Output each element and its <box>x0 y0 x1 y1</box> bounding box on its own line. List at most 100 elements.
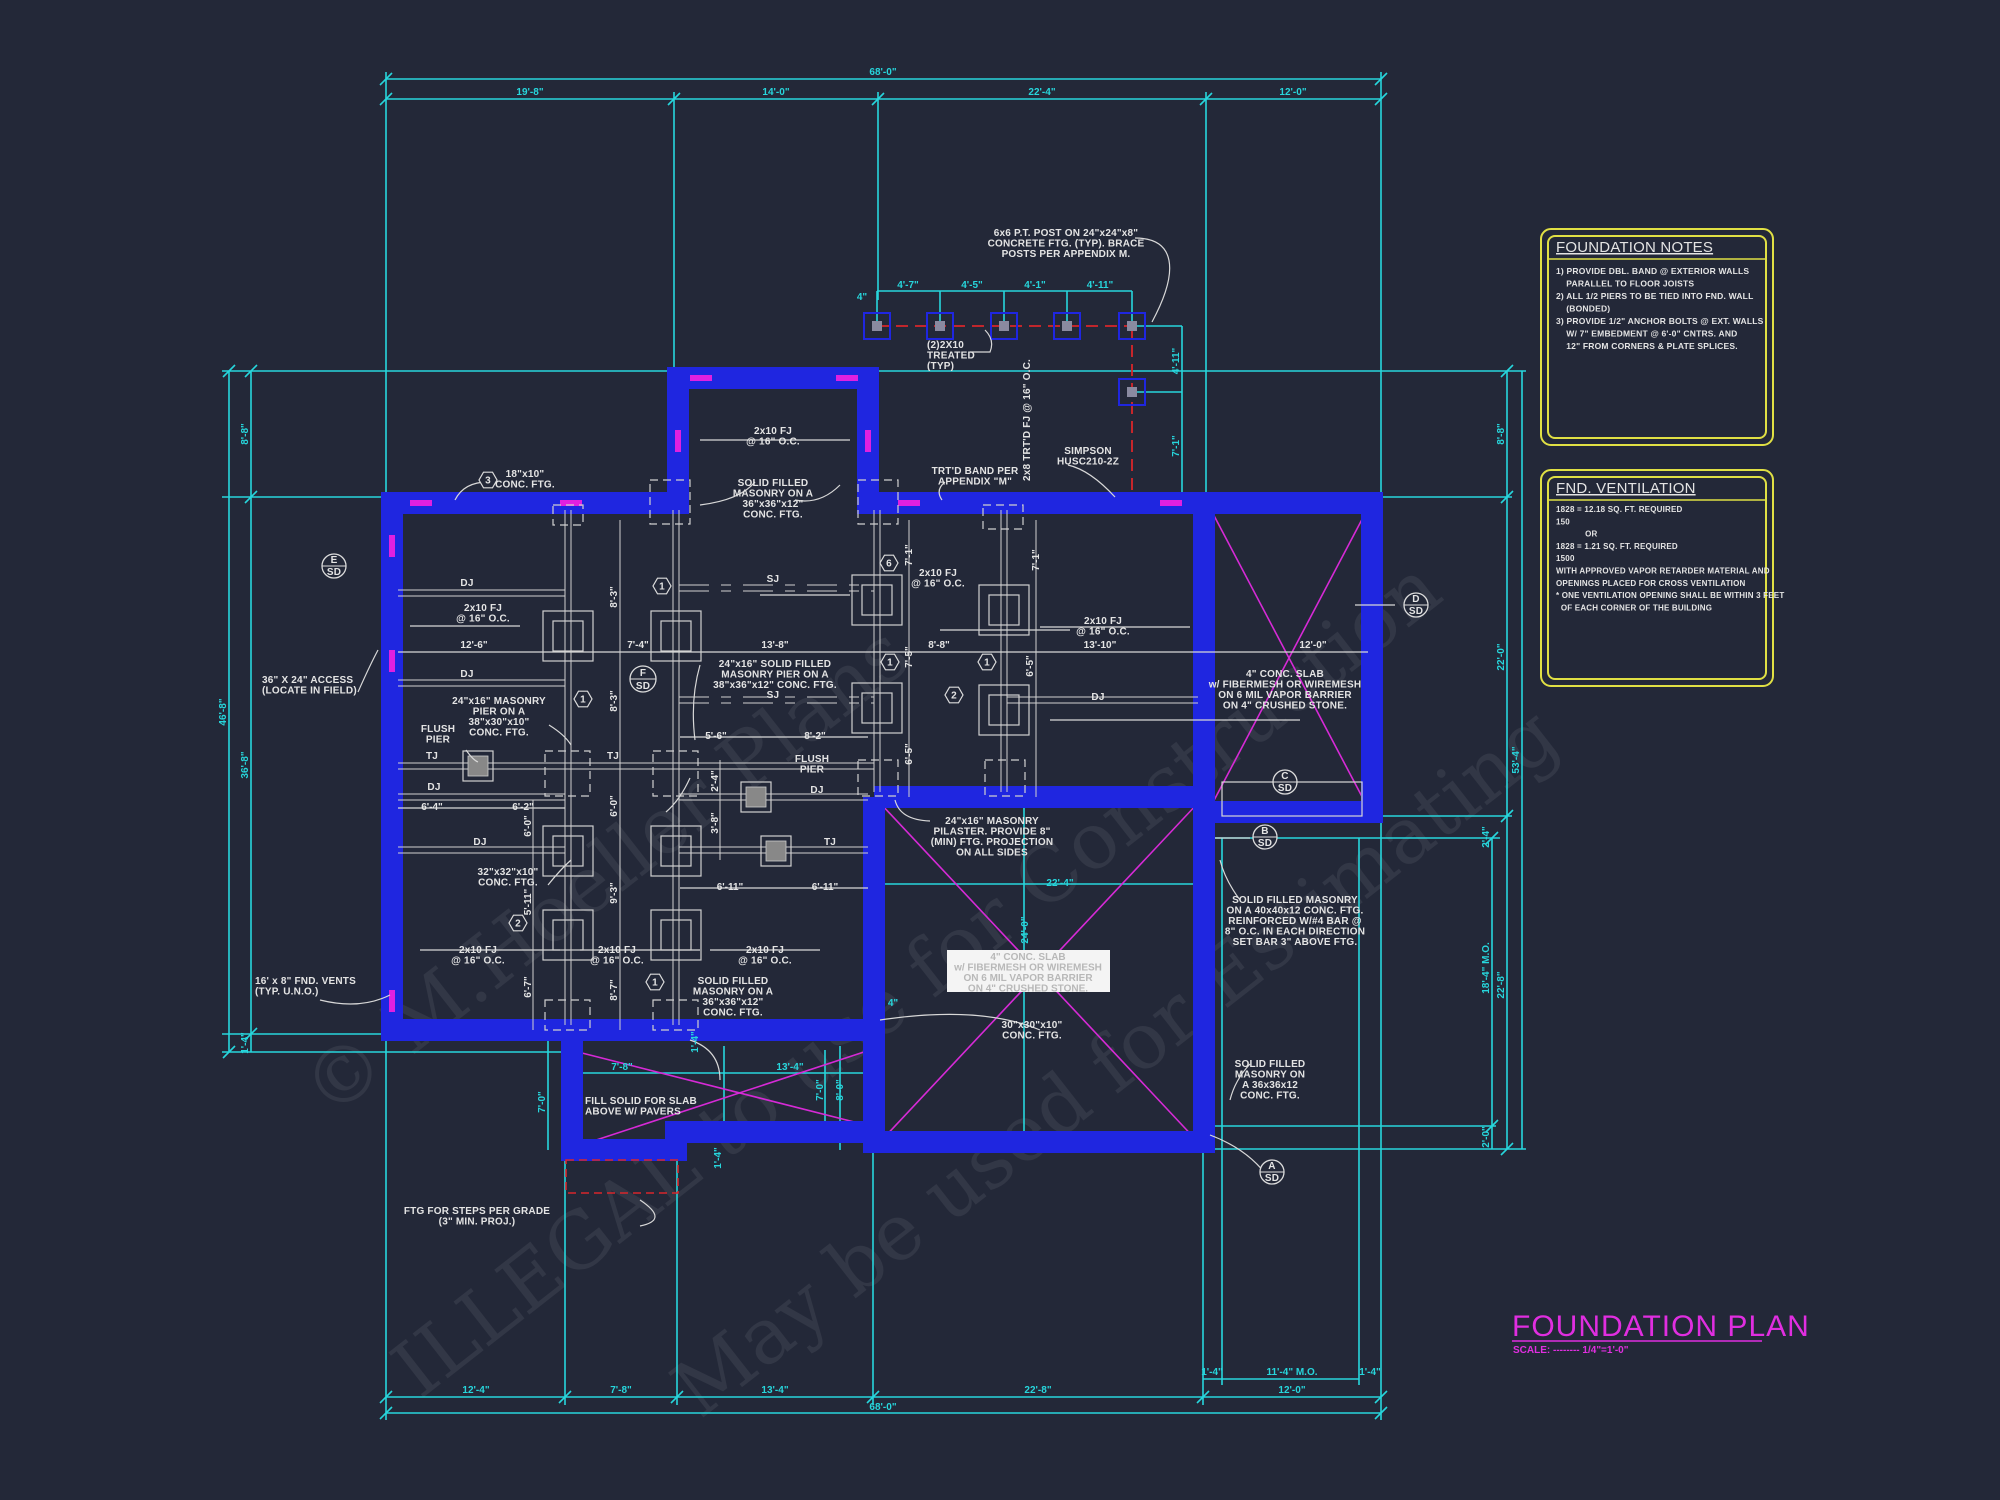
text-line: OF EACH CORNER OF THE BUILDING <box>1556 603 1712 612</box>
text-line: 1) PROVIDE DBL. BAND @ EXTERIOR WALLS <box>1556 266 1749 276</box>
joist-label: DJ <box>460 578 473 589</box>
dimension-label: 4" <box>857 292 868 303</box>
hex-tag: 1 <box>645 973 665 991</box>
dimension-label: 7'-8" <box>611 1062 633 1073</box>
dimension-label: 13'-4" <box>761 1385 788 1396</box>
dimension-label: 53'-4" <box>1511 746 1522 773</box>
text-line: POSTS PER APPENDIX M. <box>1002 249 1131 260</box>
dimension-label: 68'-0" <box>869 67 896 78</box>
text-line: w/ FIBERMESH OR WIREMESH <box>1208 680 1362 691</box>
text-line: HUSC210-2Z <box>1057 457 1119 468</box>
text-line: @ 16" O.C. <box>590 956 644 967</box>
post-row <box>863 312 1146 495</box>
trtd-fj-note: 2x8 TRT'D FJ @ 16" O.C. <box>1022 359 1033 481</box>
text-line: (TYP. U.N.O.) <box>255 987 319 998</box>
dimension-label: 8'-8" <box>928 640 950 651</box>
dimension-label: 6'-11" <box>717 882 744 893</box>
hex-outline <box>478 471 498 489</box>
text-line: 36"x36"x12" <box>743 499 804 510</box>
hex-tag-number: 2 <box>515 919 521 930</box>
hex-tag: 1 <box>977 653 997 671</box>
footing-note: 18"x10"CONC. FTG. <box>495 469 555 491</box>
dimension-label: 1'-4" <box>713 1147 724 1169</box>
dimension-label: 6'-7" <box>523 976 534 998</box>
hex-tag-number: 2 <box>951 691 957 702</box>
marker-letter: E <box>331 555 338 566</box>
text-line: 4" CONC. SLAB <box>1246 669 1324 680</box>
dimension-label: 12'-0" <box>1278 1385 1305 1396</box>
dimension-label: 5'-11" <box>523 888 534 915</box>
flush-pier-hatched <box>765 840 787 862</box>
text-line: FLUSH <box>795 754 829 765</box>
title-text: FOUNDATION PLAN <box>1512 1310 1810 1343</box>
text-line: SOLID FILLED MASONRY <box>1232 895 1358 906</box>
notes-body: 1) PROVIDE DBL. BAND @ EXTERIOR WALLS PA… <box>1556 266 1764 351</box>
dimension-label: 11'-4" M.O. <box>1266 1367 1317 1378</box>
marker-sheet: SD <box>636 681 650 692</box>
text-line: 6x6 P.T. POST ON 24"x24"x8" <box>994 228 1139 239</box>
text-line: 24"x16" MASONRY <box>452 696 546 707</box>
text-line: 1828 = 1.21 SQ. FT. REQUIRED <box>1556 542 1678 551</box>
text-line: @ 16" O.C. <box>451 956 505 967</box>
ventilation-notes-box: FND. VENTILATION 1828 = 12.18 SQ. FT. RE… <box>1540 469 1784 687</box>
hex-outline <box>652 577 672 595</box>
text-line: PIER <box>426 735 451 746</box>
text-line: @ 16" O.C. <box>911 579 965 590</box>
text-line: MASONRY ON A <box>733 489 813 500</box>
text-line: 1500 <box>1556 554 1575 563</box>
dimension-label: 14'-0" <box>762 87 789 98</box>
dimension-label: 6'-5" <box>1025 655 1036 677</box>
text-line: ON 6 MIL VAPOR BARRIER <box>1218 690 1352 701</box>
hex-tag-number: 1 <box>580 695 586 706</box>
hex-tag-number: 1 <box>984 658 990 669</box>
floor-joist-note: 2x10 FJ@ 16" O.C. <box>1076 616 1130 638</box>
text-line: * ONE VENTILATION OPENING SHALL BE WITHI… <box>1556 591 1784 600</box>
floor-joist-note: 2x10 FJ@ 16" O.C. <box>911 568 965 590</box>
text-line: PILASTER. PROVIDE 8" <box>933 827 1050 838</box>
foundation-notes-box: FOUNDATION NOTES 1) PROVIDE DBL. BAND @ … <box>1540 228 1774 446</box>
scale-text: SCALE: -------- 1/4"=1'-0" <box>1513 1345 1629 1356</box>
hex-tag-number: 1 <box>652 978 658 989</box>
hex-outline <box>880 653 900 671</box>
text-line: 18"x10" <box>506 469 545 480</box>
dimension-label: 36'-8" <box>240 751 251 778</box>
text-line: CONC. FTG. <box>495 480 555 491</box>
foundation-walls <box>381 367 1383 1194</box>
section-marker-a: ASD <box>1259 1159 1285 1185</box>
dimension-label: 13'-8" <box>761 640 788 651</box>
text-line: MASONRY ON A <box>693 987 773 998</box>
text-line: SOLID FILLED <box>698 976 769 987</box>
hex-outline <box>977 653 997 671</box>
text-line: FILL SOLID FOR SLAB <box>585 1096 697 1107</box>
text-line: PIER ON A <box>473 707 526 718</box>
dimension-label: 1'-4" <box>1359 1367 1381 1378</box>
joist-label: TJ <box>607 751 619 762</box>
text-line: 8" O.C. IN EACH DIRECTION <box>1225 927 1365 938</box>
dimension-label: 8'-0" <box>835 1079 846 1101</box>
dimension-label: 12'-6" <box>460 640 487 651</box>
hex-tag-number: 1 <box>887 658 893 669</box>
hex-tag: 3 <box>478 471 498 489</box>
dimension-label: 7'-0" <box>815 1079 826 1101</box>
flush-pier-hatched <box>745 786 767 808</box>
text-line: CONC. FTG. <box>743 510 803 521</box>
text-line: CONC. FTG. <box>1240 1091 1300 1102</box>
dimension-label: 6'-11" <box>812 882 839 893</box>
section-markers: ESD DSD CSD BSD ASD FSD <box>321 553 1429 1185</box>
dimension-label: 7'-1" <box>904 544 915 566</box>
dimension-label: 7'-1" <box>1031 549 1042 571</box>
hex-tag: 1 <box>652 577 672 595</box>
text-line: MASONRY PIER ON A <box>721 670 829 681</box>
dimension-label: 5'-6" <box>705 731 727 742</box>
text-line: WITH APPROVED VAPOR RETARDER MATERIAL AN… <box>1556 567 1770 576</box>
marker-sheet: SD <box>327 567 341 578</box>
marker-sheet: SD <box>1278 783 1292 794</box>
dimension-label: 24'-0" <box>1020 916 1031 943</box>
